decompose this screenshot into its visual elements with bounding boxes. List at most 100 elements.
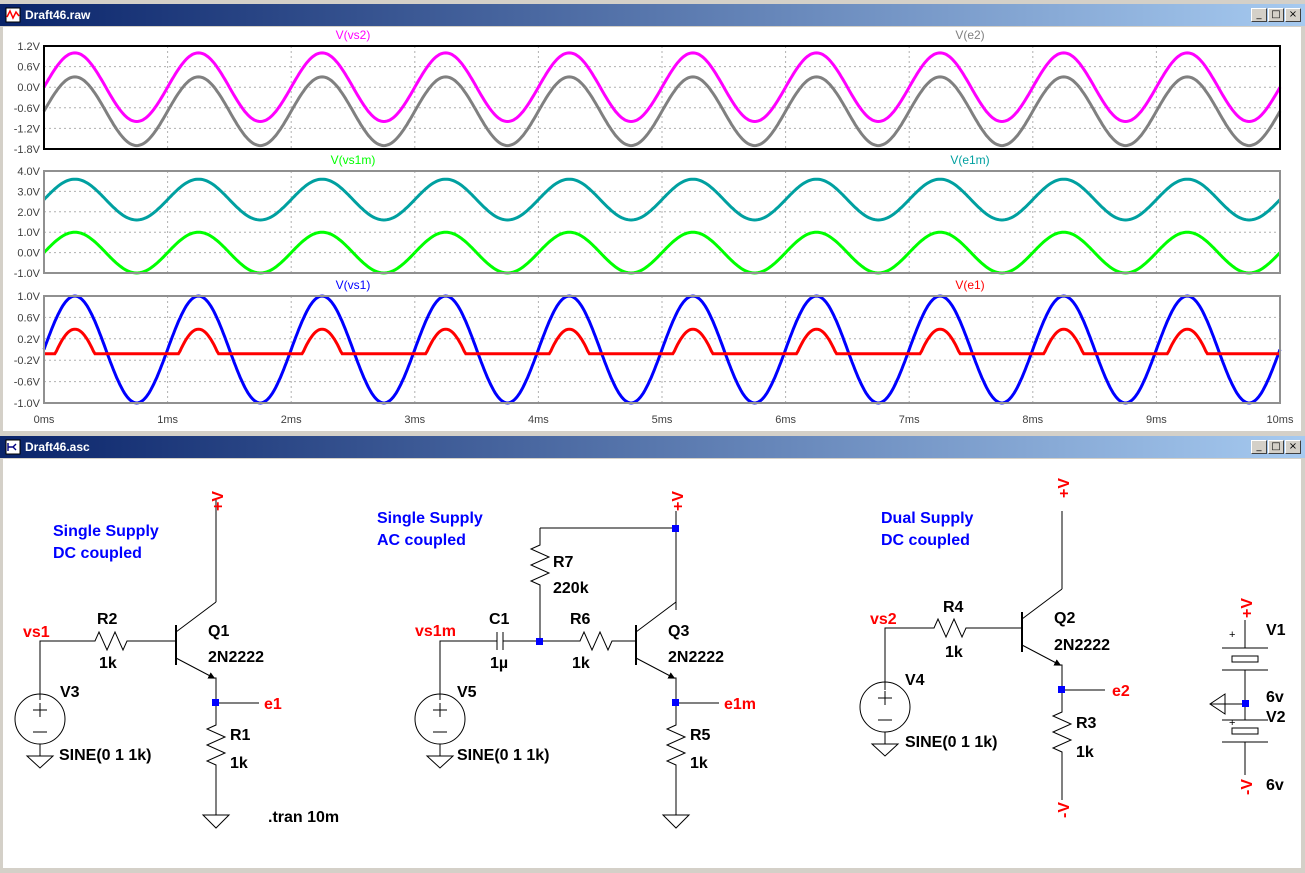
y-tick-label: 0.0V [17, 82, 40, 94]
junction-dot [1058, 686, 1065, 693]
wire[interactable] [1060, 664, 1105, 691]
schematic-drawing[interactable]: Single Supply DC coupled vs1 R2 1k Q1 2N… [3, 459, 1301, 868]
supply-label-neg-v[interactable]: -V [1239, 779, 1256, 795]
circuit-3-heading-line1: Dual Supply [881, 510, 974, 527]
v3-spec: SINE(0 1 1k) [59, 747, 151, 764]
minimize-button[interactable]: _ [1251, 8, 1267, 22]
trace-label[interactable]: V(vs1m) [331, 153, 376, 167]
wire[interactable] [439, 640, 490, 700]
net-label-vs2[interactable]: vs2 [870, 611, 897, 628]
supply-label-pos-v[interactable]: +V [1056, 478, 1073, 498]
polarity-plus: + [1229, 629, 1235, 641]
x-tick-label: 5ms [652, 414, 673, 426]
waveform-window-titlebar[interactable]: Draft46.raw _ □ × [0, 4, 1305, 26]
plot-pane-2[interactable]: 4.0V3.0V2.0V1.0V0.0V-1.0VV(vs1m)V(e1m) [14, 153, 1282, 280]
resistor-r7[interactable] [529, 528, 551, 641]
trace-ve1m[interactable] [42, 177, 1282, 222]
trace-vvs1[interactable] [42, 294, 1282, 405]
trace-label[interactable]: V(vs1) [336, 278, 371, 292]
trace-vvs2[interactable] [42, 51, 1282, 124]
y-tick-label: 1.2V [17, 41, 40, 53]
trace-label[interactable]: V(e1m) [950, 153, 989, 167]
minimize-button[interactable]: _ [1251, 440, 1267, 454]
v4-spec: SINE(0 1 1k) [905, 734, 997, 751]
net-label-e1[interactable]: e1 [264, 696, 282, 713]
supply-label-v[interactable]: +V [670, 491, 687, 511]
waveform-window[interactable]: Draft46.raw _ □ × 1.2V 0.6V 0.0V -0.6V -1.2V… [0, 4, 1305, 432]
transistor-q1[interactable] [175, 601, 217, 679]
y-tick-label: 0.6V [17, 62, 40, 74]
r1-value: 1k [230, 755, 248, 772]
resistor-r4[interactable] [930, 617, 1022, 639]
net-label-vs1[interactable]: vs1 [23, 624, 50, 641]
plot-pane-3[interactable]: 1.0V0.6V0.2V-0.2V-0.6V-1.0VV(vs1)V(e1) [14, 278, 1282, 410]
x-tick-label: 4ms [528, 414, 549, 426]
circuit-3 [859, 511, 1105, 800]
r3-value: 1k [1076, 744, 1094, 761]
resistor-r3[interactable] [1051, 690, 1073, 800]
plot-frame [43, 45, 1281, 150]
battery-v1[interactable] [1222, 647, 1268, 671]
x-tick-label: 1ms [157, 414, 178, 426]
maximize-button[interactable]: □ [1268, 440, 1284, 454]
supply-label-v[interactable]: +V [210, 491, 227, 511]
waveform-plots[interactable]: 1.2V0.6V0.0V-0.6V-1.2V-1.8VV(vs2)V(e2) 4… [3, 27, 1301, 431]
net-label-e1m[interactable]: e1m [724, 696, 756, 713]
supply-stack [1209, 620, 1268, 775]
net-label-e2[interactable]: e2 [1112, 683, 1130, 700]
v5-name: V5 [457, 684, 477, 701]
supply-label-pos-v[interactable]: +V [1239, 598, 1256, 618]
y-tick-label: -0.6V [14, 103, 41, 115]
voltage-source-v5[interactable] [414, 693, 466, 769]
transistor-q3[interactable] [635, 601, 677, 679]
voltage-source-v3[interactable] [14, 693, 66, 769]
x-tick-label: 2ms [281, 414, 302, 426]
supply-label-neg-v[interactable]: -V [1056, 802, 1073, 818]
r4-value: 1k [945, 644, 963, 661]
plot-frame [43, 170, 1281, 274]
schematic-window[interactable]: Draft46.asc _ □ × [0, 436, 1305, 871]
wire[interactable] [39, 640, 89, 700]
trace-label[interactable]: V(e2) [955, 28, 984, 42]
ground-symbol [1209, 693, 1226, 715]
y-tick-label: 0.2V [17, 334, 40, 346]
y-tick-label: 3.0V [17, 186, 40, 198]
q3-model: 2N2222 [668, 649, 724, 666]
plot-pane-1[interactable]: 1.2V0.6V0.0V-0.6V-1.2V-1.8VV(vs2)V(e2) [14, 28, 1282, 156]
circuit-1-heading-line1: Single Supply [53, 523, 159, 540]
close-button[interactable]: × [1285, 8, 1301, 22]
wire[interactable] [674, 677, 719, 704]
resistor-r5[interactable] [665, 703, 687, 815]
r4-name: R4 [943, 599, 964, 616]
trace-vvs1m[interactable] [42, 230, 1282, 275]
y-tick-label: 1.0V [17, 227, 40, 239]
waveform-window-title: Draft46.raw [25, 8, 91, 22]
r7-value: 220k [553, 580, 589, 597]
resistor-r1[interactable] [205, 703, 227, 815]
capacitor-c1[interactable] [490, 632, 510, 650]
trace-ve2[interactable] [42, 75, 1282, 148]
wire[interactable] [214, 677, 259, 704]
resistor-r2[interactable] [89, 630, 133, 652]
net-label-vs1m[interactable]: vs1m [415, 623, 456, 640]
wire[interactable] [884, 627, 930, 690]
trace-label[interactable]: V(e1) [955, 278, 984, 292]
schematic-window-titlebar[interactable]: Draft46.asc _ □ × [0, 436, 1305, 458]
r3-name: R3 [1076, 715, 1097, 732]
transistor-q2[interactable] [1021, 588, 1063, 666]
trace-label[interactable]: V(vs2) [336, 28, 371, 42]
q1-name: Q1 [208, 623, 229, 640]
trace-ve1[interactable] [44, 327, 1280, 356]
resistor-r6[interactable] [576, 630, 636, 652]
junction-dot [672, 699, 679, 706]
maximize-button[interactable]: □ [1268, 8, 1284, 22]
spice-directive[interactable]: .tran 10m [268, 809, 339, 826]
schematic-app-icon [5, 439, 21, 455]
schematic-window-title: Draft46.asc [25, 440, 90, 454]
voltage-source-v4[interactable] [859, 681, 911, 757]
close-button[interactable]: × [1285, 440, 1301, 454]
y-tick-label: -1.2V [14, 123, 41, 135]
schematic-canvas[interactable]: Single Supply DC coupled vs1 R2 1k Q1 2N… [3, 459, 1301, 868]
